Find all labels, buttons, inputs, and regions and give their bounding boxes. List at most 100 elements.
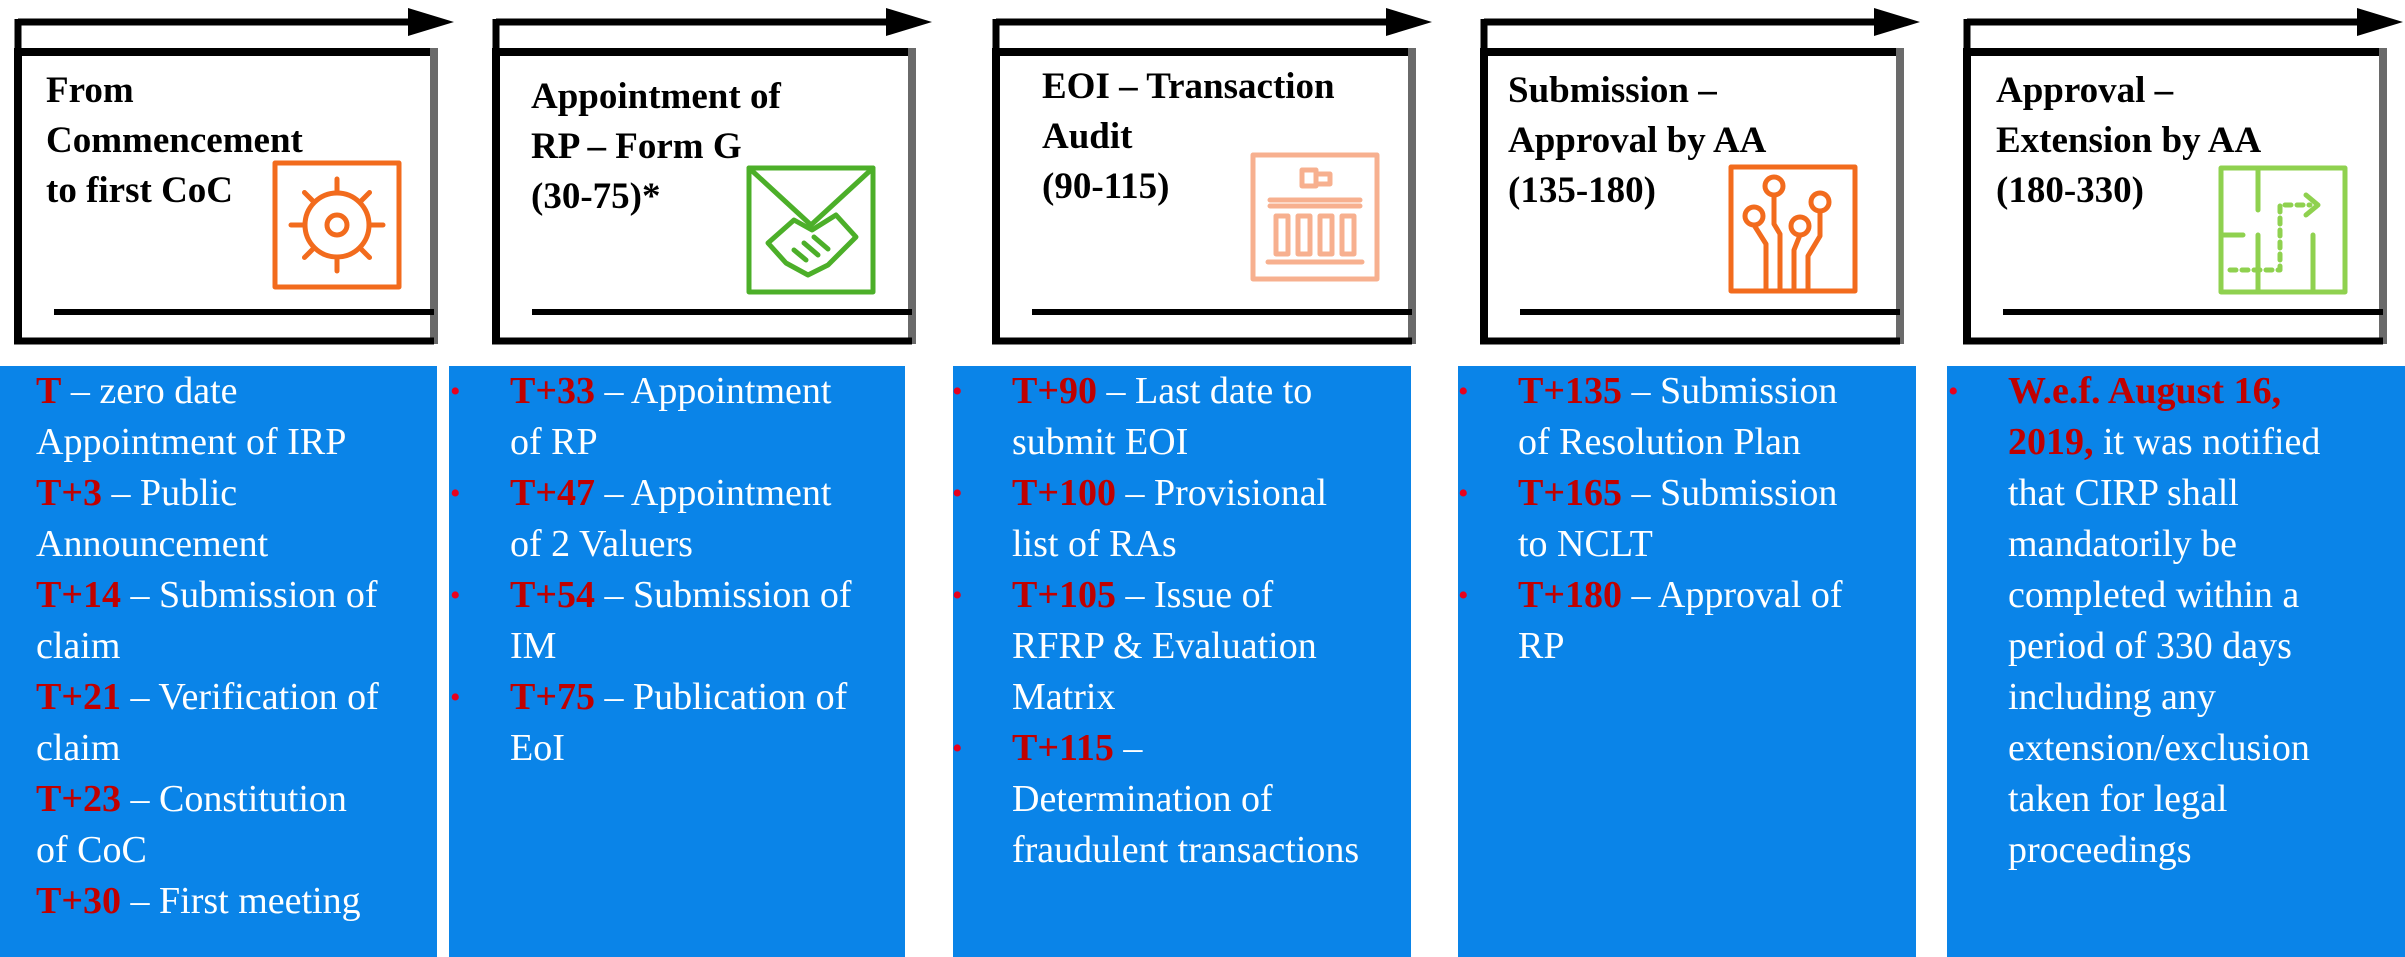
milestone-day: T+3 (36, 472, 102, 514)
milestone-text: extension/exclusion (2008, 727, 2310, 769)
milestone-text: of 2 Valuers (510, 523, 693, 565)
header-right-edge (1408, 48, 1416, 344)
milestone-text: mandatorily be (2008, 523, 2237, 565)
milestone-line: Determination of (1012, 774, 1405, 825)
milestone-text: Matrix (1012, 676, 1116, 718)
milestone-day: T+165 (1518, 472, 1622, 514)
stage-title: Approval – Extension by AA (180-330) (1996, 66, 2261, 216)
milestone-line: T – zero date (36, 366, 431, 417)
stage-title-line: Approval – (1996, 70, 2174, 111)
bullet-icon: • (952, 579, 963, 612)
milestone-text: – Issue of (1116, 574, 1274, 616)
stage-title: Appointment of RP – Form G (30-75)* (531, 72, 781, 222)
milestone-text: – Provisional (1116, 472, 1328, 514)
milestone-line: •T+33 – Appointment (450, 366, 899, 417)
milestone-day: T+180 (1518, 574, 1622, 616)
milestone-line: •T+135 – Submission (1458, 366, 1910, 417)
milestone-line: •T+180 – Approval of (1458, 570, 1910, 621)
milestone-line: claim (36, 621, 431, 672)
milestone-line: •T+75 – Publication of (450, 672, 899, 723)
milestone-text: claim (36, 727, 121, 769)
milestone-text: – Appointment (595, 472, 832, 514)
milestone-day: T+90 (1012, 370, 1097, 412)
stage-title-line: Extension by AA (1996, 120, 2262, 161)
bullet-icon: • (450, 579, 461, 612)
milestone-line: • T+90 – Last date to (952, 366, 1405, 417)
milestone-day: T+14 (36, 574, 121, 616)
bullet-icon: • (952, 375, 963, 408)
stage-title-line: (180-330) (1996, 170, 2144, 211)
milestone-line: submit EOI (1012, 417, 1405, 468)
circuit-icon (1728, 164, 1858, 294)
bullet-icon: • (952, 477, 963, 510)
milestone-text: – Approval of (1622, 574, 1843, 616)
milestone-line: IM (510, 621, 899, 672)
milestone-line: T+30 – First meeting (36, 876, 431, 927)
milestone-line: Announcement (36, 519, 431, 570)
milestone-day: T+54 (510, 574, 595, 616)
milestone-line: 2019, it was notified (2008, 417, 2399, 468)
stage-title-line: (30-75)* (531, 176, 661, 217)
milestone-line: T+23 – Constitution (36, 774, 431, 825)
milestone-line: • T+165 – Submission (1458, 468, 1910, 519)
stage-title-line: Audit (1042, 116, 1133, 157)
milestone-day: T+23 (36, 778, 121, 820)
milestone-day: T+115 (1012, 727, 1114, 769)
milestone-day: T+100 (1012, 472, 1116, 514)
milestone-line: of CoC (36, 825, 431, 876)
stage-title-line: Approval by AA (1508, 120, 1767, 161)
milestone-text: taken for legal (2008, 778, 2228, 820)
milestone-text: including any (2008, 676, 2216, 718)
milestone-line: completed within a (2008, 570, 2399, 621)
stage-title-line: Commencement (46, 120, 303, 161)
milestone-text: – Submission (1622, 370, 1838, 412)
milestone-text: – Appointment (595, 370, 832, 412)
milestone-line: T+21 – Verification of (36, 672, 431, 723)
milestone-line: period of 330 days (2008, 621, 2399, 672)
milestone-text: IM (510, 625, 557, 667)
milestone-line: of RP (510, 417, 899, 468)
milestone-day: T (36, 370, 62, 412)
milestone-line: proceedings (2008, 825, 2399, 876)
milestone-day: T+75 (510, 676, 595, 718)
stage-title-line: Appointment of (531, 76, 781, 117)
milestone-text: – zero date (61, 370, 238, 412)
milestone-line: including any (2008, 672, 2399, 723)
arrowhead-icon (1386, 8, 1432, 36)
handshake-icon (746, 165, 876, 295)
milestone-line: RP (1518, 621, 1910, 672)
milestone-text: – Verification of (121, 676, 379, 718)
milestone-text: that CIRP shall (2008, 472, 2239, 514)
milestone-day: T+33 (510, 370, 595, 412)
milestone-line: EoI (510, 723, 899, 774)
milestone-text: it was notified (2093, 421, 2321, 463)
stage-panel-3: • T+90 – Last date to submit EOI • T+100 – P… (952, 366, 1411, 957)
milestone-day: 2019, (2008, 421, 2094, 463)
bullet-icon: • (1458, 477, 1469, 510)
milestone-line: of Resolution Plan (1518, 417, 1910, 468)
milestone-text: – Submission (1622, 472, 1838, 514)
milestone-day: T+135 (1518, 370, 1622, 412)
milestone-line: •T+105 – Issue of (952, 570, 1405, 621)
milestone-text: submit EOI (1012, 421, 1189, 463)
milestone-text: – Last date to (1097, 370, 1313, 412)
arrowhead-icon (408, 8, 454, 36)
milestone-text: – Publication of (595, 676, 848, 718)
arrowhead-icon (886, 8, 932, 36)
milestone-text: EoI (510, 727, 565, 769)
milestone-line: mandatorily be (2008, 519, 2399, 570)
stage-title-line: RP – Form G (531, 126, 742, 167)
milestone-text: Appointment of IRP (36, 421, 347, 463)
milestone-line: to NCLT (1518, 519, 1910, 570)
milestone-day: T+21 (36, 676, 121, 718)
milestone-text: Determination of (1012, 778, 1273, 820)
milestone-text: completed within a (2008, 574, 2300, 616)
milestone-line: •T+115 – (952, 723, 1405, 774)
